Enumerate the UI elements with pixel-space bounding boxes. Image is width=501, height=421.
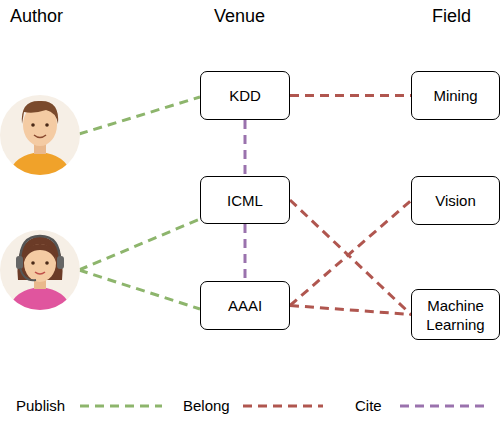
node-label: Vision	[435, 191, 476, 210]
publish-line	[79, 270, 200, 309]
shirt	[8, 152, 72, 180]
node-label: Machine Learning	[414, 296, 497, 334]
node-text-wrap: Vision	[435, 191, 476, 210]
column-header: Venue	[214, 6, 265, 27]
publish-lines	[79, 97, 200, 309]
man-avatar	[0, 95, 80, 180]
legend-text: Cite	[355, 397, 382, 414]
node-label: ICML	[227, 191, 263, 210]
node-text-wrap: Machine Learning	[414, 296, 497, 334]
publish-line	[79, 219, 200, 270]
node-text-wrap: ICML	[227, 191, 263, 210]
face	[24, 244, 56, 282]
belong-line	[290, 201, 411, 306]
node-text-wrap: AAAI	[228, 296, 262, 315]
column-header: Author	[10, 6, 63, 27]
publish-line	[79, 97, 200, 134]
node-label: KDD	[229, 86, 261, 105]
woman-avatar	[0, 230, 80, 315]
cite-line	[244, 120, 247, 176]
column-header: Field	[432, 6, 471, 27]
venue-box: Mining	[411, 71, 500, 120]
publish-sample	[80, 405, 162, 408]
venue-box: ICML	[200, 176, 290, 224]
belong-line	[290, 200, 411, 315]
legend-text: Publish	[16, 397, 65, 414]
node-text-wrap: Mining	[433, 86, 477, 105]
cite-sample	[400, 405, 485, 408]
belong-line	[290, 306, 411, 315]
hair	[22, 101, 58, 124]
venue-box: AAAI	[200, 281, 290, 330]
belong-sample	[243, 405, 323, 408]
node-label: AAAI	[228, 296, 262, 315]
belong-line	[290, 94, 411, 97]
shirt	[8, 287, 72, 315]
node-text-wrap: KDD	[229, 86, 261, 105]
cite-line	[244, 224, 247, 281]
venue-box: KDD	[200, 71, 290, 120]
venue-box: Machine Learning	[411, 289, 500, 340]
node-label: Mining	[433, 86, 477, 105]
headset	[20, 236, 60, 262]
legend-samples	[80, 405, 485, 408]
venue-box: Vision	[411, 176, 500, 225]
legend-text: Belong	[183, 397, 230, 414]
